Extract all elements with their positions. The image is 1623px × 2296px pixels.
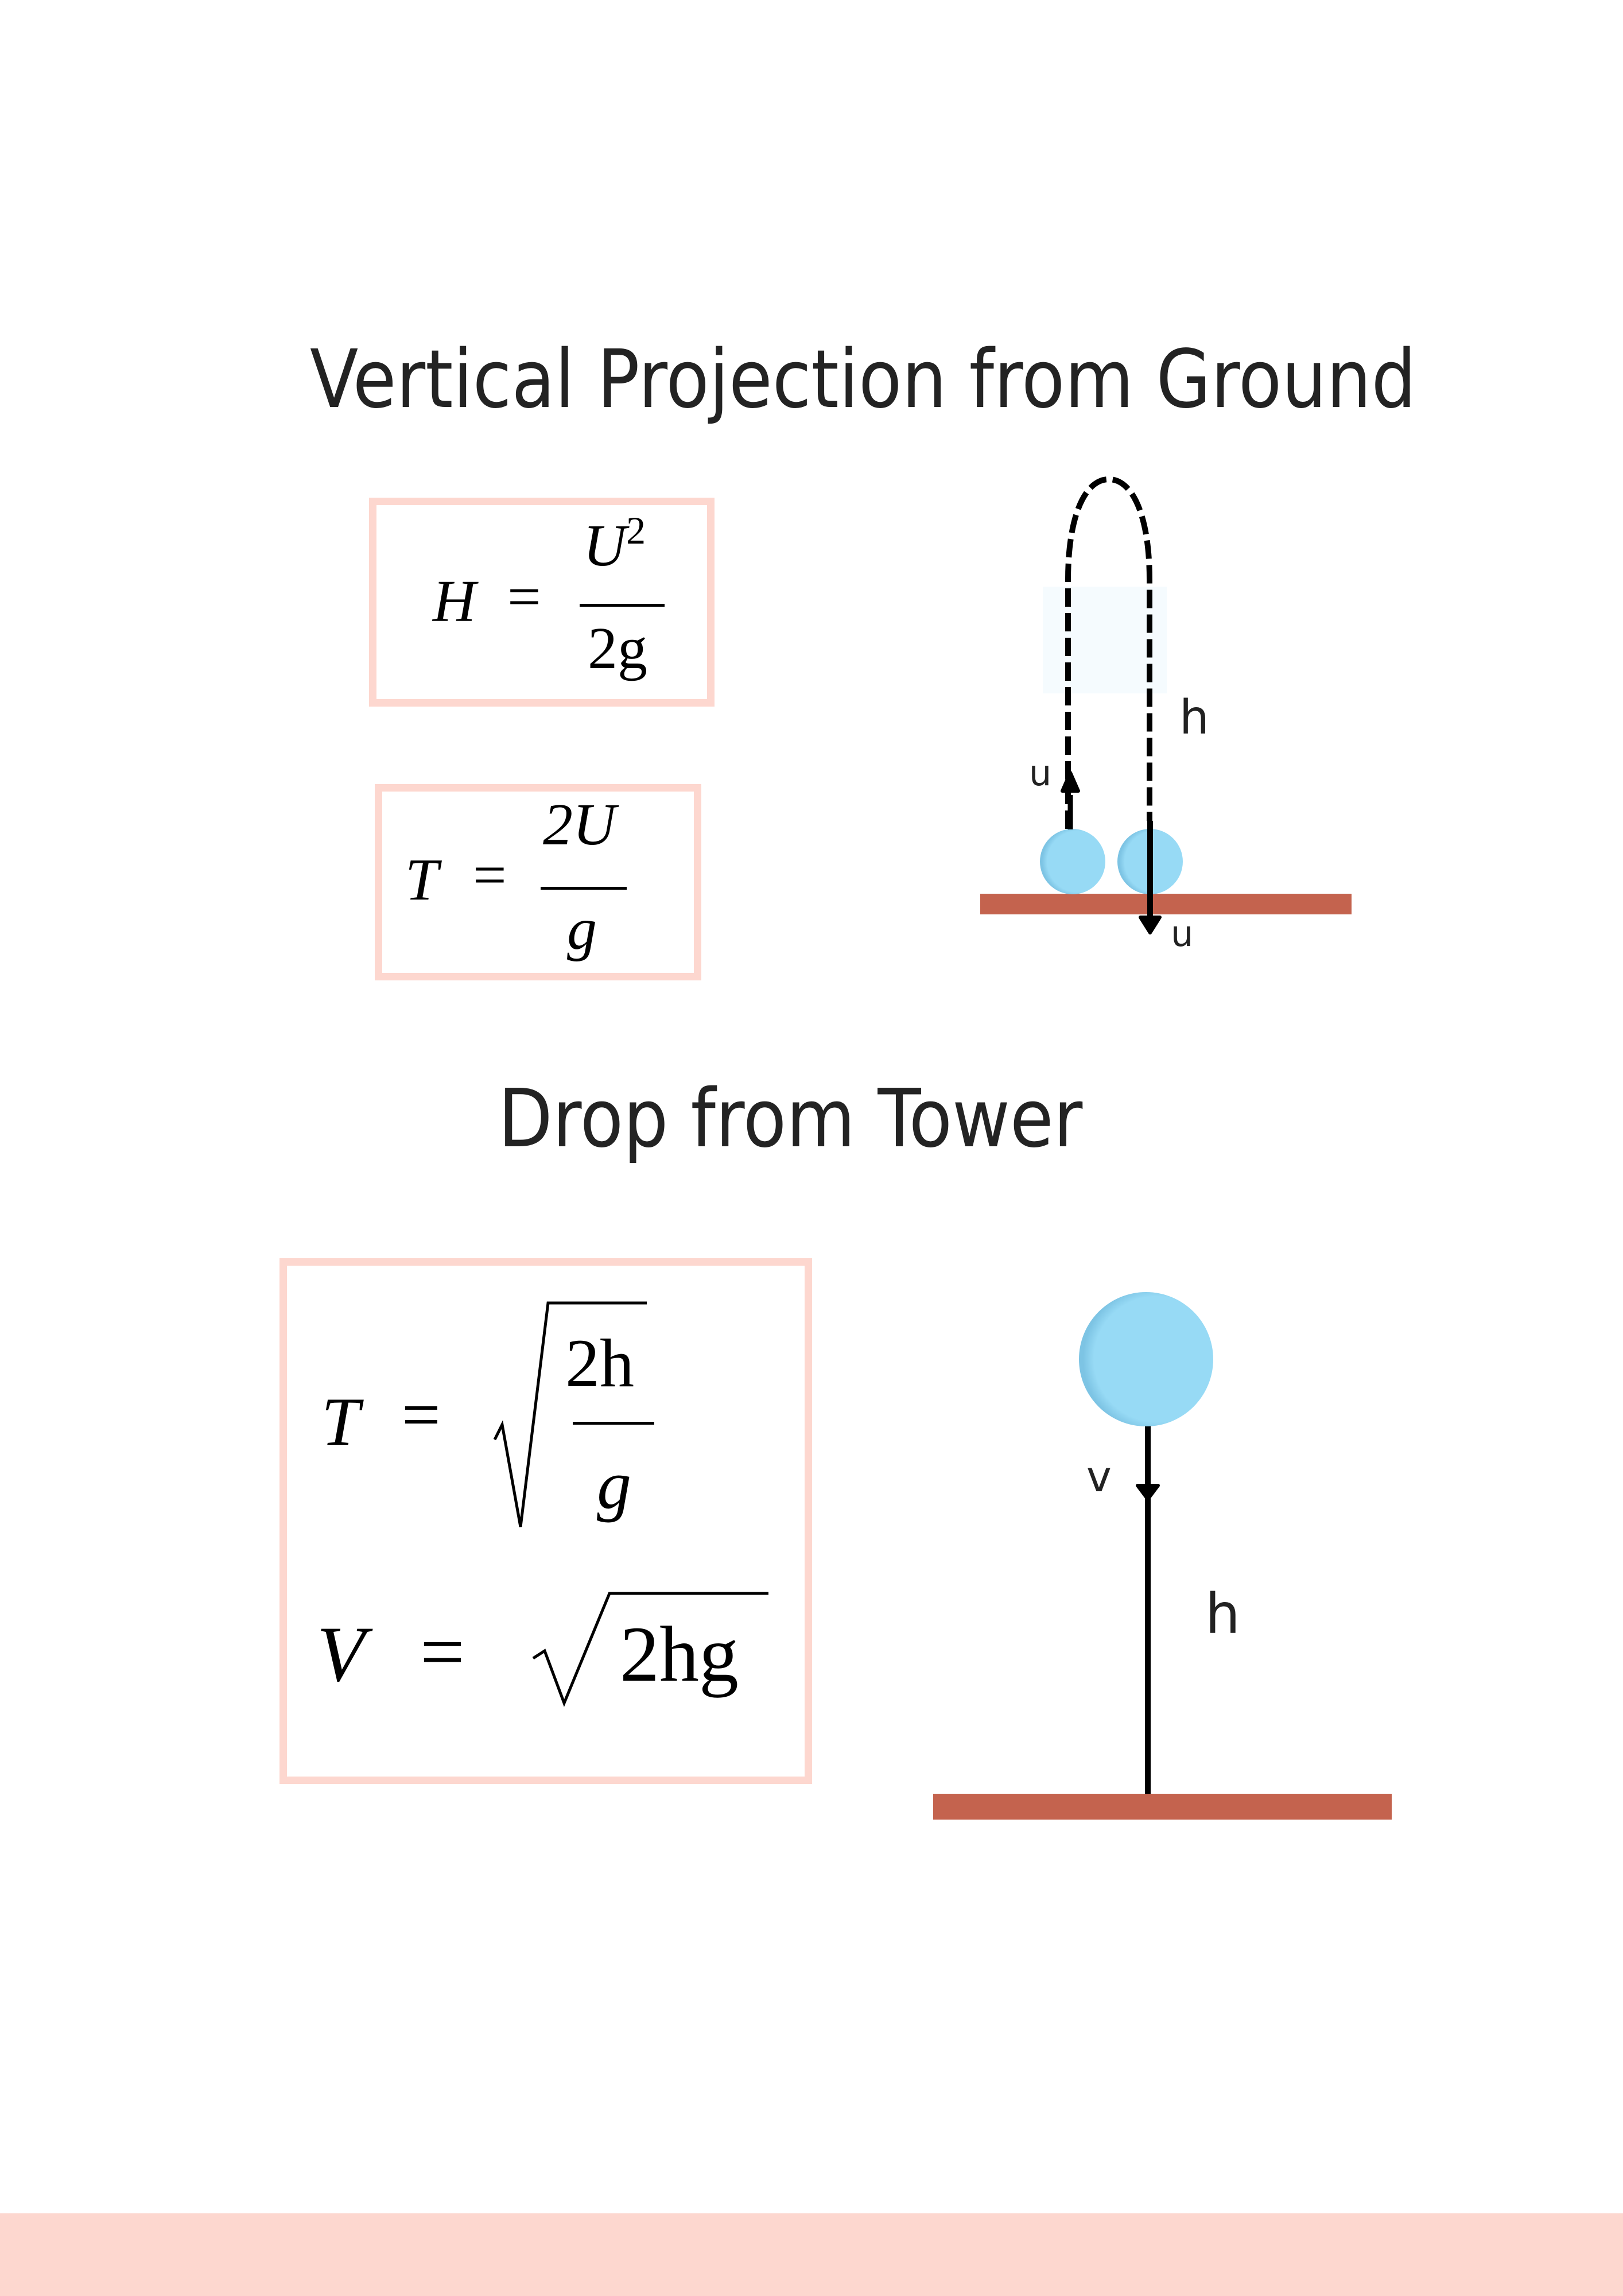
fraction-bar [541, 887, 627, 890]
label-height: h [1179, 691, 1209, 745]
footer-band [0, 2213, 1623, 2296]
fraction-bar [580, 604, 665, 607]
ball-launch [1040, 829, 1105, 894]
formula-lhs: H [433, 568, 476, 634]
up-arrow-icon [1061, 771, 1080, 793]
formula-time-numerator: 2h [565, 1325, 634, 1401]
sqrt-sign-velocity [532, 1592, 768, 1707]
formula-time-denominator: g [597, 1446, 631, 1523]
label-tower-height: h [1205, 1582, 1240, 1646]
formula-lhs: T [405, 847, 438, 913]
down-arrow-icon [1136, 1484, 1160, 1501]
formula-denominator: 2g [588, 615, 647, 681]
formula-equals: = [507, 564, 541, 630]
formula-denominator: g [567, 896, 597, 962]
fraction-bar [573, 1422, 654, 1425]
formula-equals: = [473, 842, 507, 908]
section-title-vertical-projection: Vertical Projection from Ground [310, 333, 1416, 426]
label-final-velocity-down: u [1171, 913, 1194, 955]
formula-time-equals: = [402, 1376, 441, 1453]
formula-time-lhs: T [321, 1383, 360, 1460]
label-velocity: v [1086, 1452, 1112, 1502]
formula-velocity-lhs: V [317, 1610, 366, 1698]
ground-bar-2 [933, 1794, 1392, 1820]
formula-box-drop: T = 2h g V = 2hg [279, 1258, 812, 1784]
formula-velocity-equals: = [420, 1608, 465, 1696]
formula-box-time-of-flight: T = 2U g [375, 784, 701, 980]
label-initial-velocity-up: u [1029, 752, 1052, 794]
down-arrow-icon [1139, 916, 1162, 934]
formula-numerator: U2 [583, 509, 646, 579]
formula-box-max-height: H = U2 2g [369, 498, 715, 707]
formula-velocity-radicand: 2hg [620, 1610, 739, 1698]
formula-numerator: 2U [543, 792, 616, 858]
ground-bar-1 [980, 894, 1352, 914]
falling-ball [1079, 1292, 1213, 1426]
sqrt-sign-time [493, 1301, 647, 1527]
highlight-rect [1043, 587, 1167, 693]
section-title-drop-from-tower: Drop from Tower [498, 1072, 1083, 1166]
